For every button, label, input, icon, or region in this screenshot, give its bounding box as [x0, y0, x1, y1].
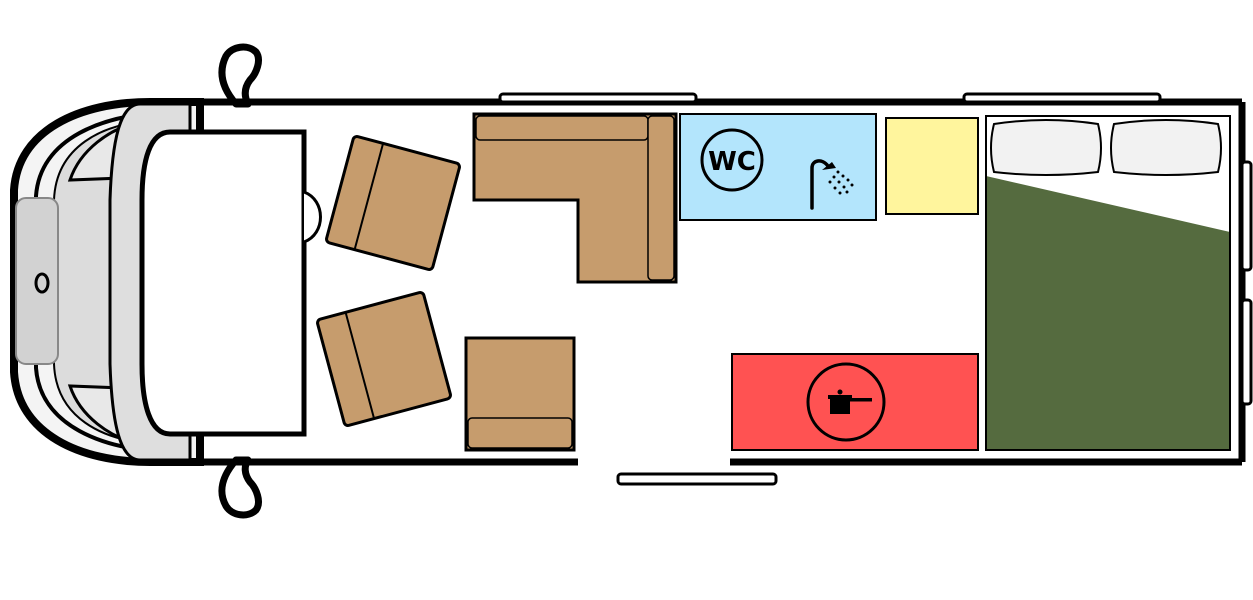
kitchen-unit — [731, 353, 979, 451]
pillow — [1110, 119, 1222, 176]
rear-door-lower — [1240, 298, 1253, 406]
pillow — [990, 119, 1102, 176]
double-bed — [985, 115, 1231, 451]
side-mirror-icon — [218, 43, 262, 108]
wc-circle-icon: WC — [700, 128, 764, 192]
side-mirror-icon — [218, 456, 262, 519]
lounge-seating — [472, 112, 678, 284]
rear-door-upper — [1240, 160, 1253, 272]
bathroom: WC — [679, 113, 877, 221]
sliding-door — [616, 472, 778, 486]
bench-seat — [464, 336, 576, 452]
passenger-seat — [316, 291, 452, 427]
shower-head-icon — [810, 159, 854, 210]
front-badge — [34, 272, 50, 294]
wc-label: WC — [708, 147, 756, 177]
window-top-left — [498, 92, 698, 104]
driver-seat — [325, 135, 461, 271]
window-top-right — [962, 92, 1162, 104]
dashboard — [108, 102, 322, 462]
wardrobe-cabinet — [885, 117, 979, 215]
cooking-pot-icon — [806, 362, 886, 442]
